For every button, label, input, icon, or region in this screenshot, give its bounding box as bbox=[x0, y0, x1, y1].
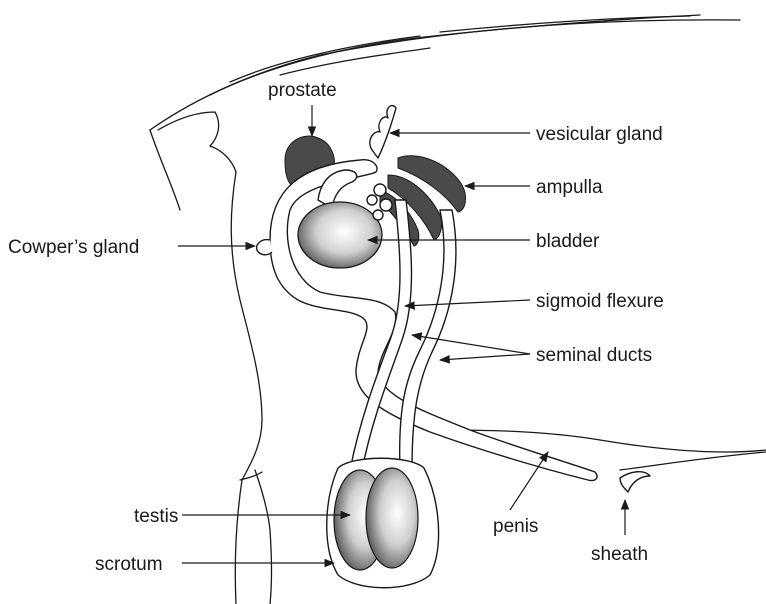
label-scrotum: scrotum bbox=[95, 554, 163, 575]
vesicular-lobe-1 bbox=[374, 184, 386, 196]
label-penis: penis bbox=[493, 516, 538, 537]
bladder bbox=[298, 202, 382, 268]
body-outline bbox=[150, 15, 766, 604]
vesicular-gland bbox=[370, 106, 396, 158]
tail-line bbox=[150, 130, 180, 210]
back-line bbox=[150, 20, 740, 130]
label-testis: testis bbox=[134, 506, 178, 527]
label-vesicular-gland: vesicular gland bbox=[536, 124, 663, 145]
vesicular-lobe-4 bbox=[373, 210, 383, 220]
leader-seminal-ducts-2 bbox=[440, 354, 530, 360]
label-prostate: prostate bbox=[268, 80, 337, 101]
vesicular-lobe-2 bbox=[367, 195, 377, 205]
back-hair-4 bbox=[280, 48, 430, 75]
hind-leg-mid bbox=[255, 470, 272, 604]
label-bladder: bladder bbox=[536, 231, 600, 252]
label-cowpers-gland: Cowper’s gland bbox=[8, 237, 139, 258]
belly-hair bbox=[620, 452, 766, 470]
leader-sigmoid-flexure bbox=[405, 300, 530, 306]
rump-line bbox=[158, 112, 236, 172]
cowpers-gland bbox=[257, 240, 272, 255]
testis-right bbox=[366, 468, 418, 568]
hind-leg-front bbox=[231, 172, 262, 604]
label-sigmoid-flexure: sigmoid flexure bbox=[536, 291, 664, 312]
vesicular-lobe-3 bbox=[380, 199, 392, 211]
label-seminal-ducts: seminal ducts bbox=[536, 345, 652, 366]
label-sheath: sheath bbox=[591, 544, 648, 565]
hind-leg-hair bbox=[240, 472, 262, 480]
label-ampulla: ampulla bbox=[536, 177, 603, 198]
sheath bbox=[620, 472, 650, 492]
